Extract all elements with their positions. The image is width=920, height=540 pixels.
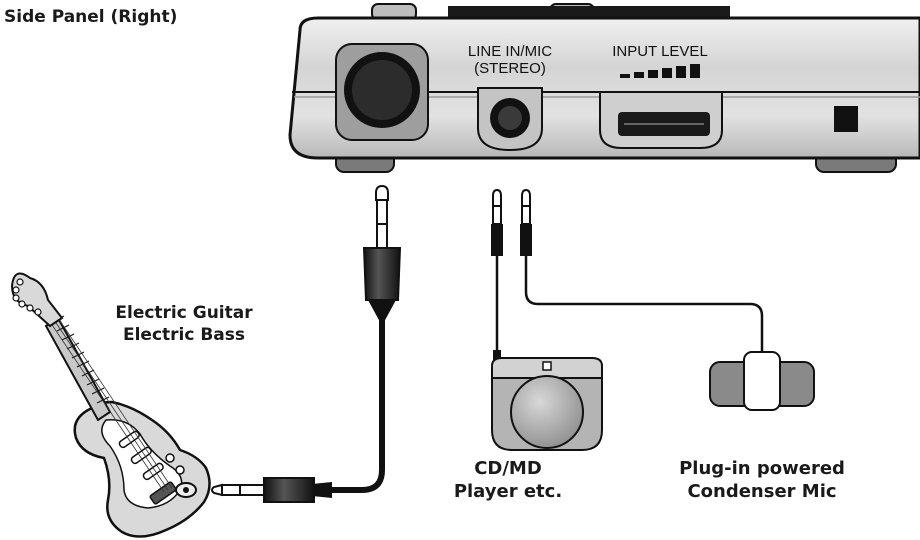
electric-guitar [10,272,211,538]
cd-md-player [491,350,603,451]
mini-plug-player [491,188,503,352]
guitar-neck [44,316,112,422]
player-plug-body [491,224,503,256]
player-top-indicator [542,361,552,371]
guitar-plug-bottom-shaft [221,484,265,496]
device-side-panel: LINE IN/MIC (STEREO) INPUT LEVEL [288,3,920,173]
guitar-label-line2: Electric Bass [123,325,245,345]
player-label-line1: CD/MD [474,458,542,479]
guitar-knob-2 [175,465,185,475]
player-plug-shaft [492,205,502,225]
guitar-plug-bottom-body [263,477,315,503]
guitar-plug-bottom-tip [211,483,223,497]
guitar-jack-inner [352,60,412,120]
guitar-label-line1: Electric Guitar [115,303,253,323]
mic-label-line2: Condenser Mic [687,481,836,502]
device-indicator-square [834,106,858,132]
guitar-plug-top-body [362,247,402,301]
guitar-knob-1 [165,453,175,463]
diagram-title: Side Panel (Right) [4,7,177,27]
guitar-plug-top-strain [368,300,396,322]
guitar-plug-bottom-strain [312,482,332,498]
guitar-bridge [149,481,177,505]
condenser-mic [709,351,815,411]
guitar-cable [211,184,402,503]
player-disc [510,375,584,449]
mic-cable-wire [524,256,764,352]
guitar-pickup-2 [130,446,152,465]
input-level-label: INPUT LEVEL [612,43,708,60]
mic-plug-shaft [521,205,531,225]
mini-plug-mic [520,188,764,352]
mini-jack-inner [498,106,522,130]
player-label-line2: Player etc. [454,481,562,502]
line-in-sublabel: (STEREO) [474,60,546,77]
mic-plug-body [520,224,532,256]
input-level-bars [620,64,700,78]
guitar-tuners [12,278,42,316]
mic-label-line1: Plug-in powered [679,458,845,479]
guitar-plug-top-tip [375,184,389,201]
device-body [288,16,920,160]
mic-clip [743,351,781,411]
line-in-label: LINE IN/MIC [468,43,552,60]
guitar-cable-wire [327,317,385,493]
